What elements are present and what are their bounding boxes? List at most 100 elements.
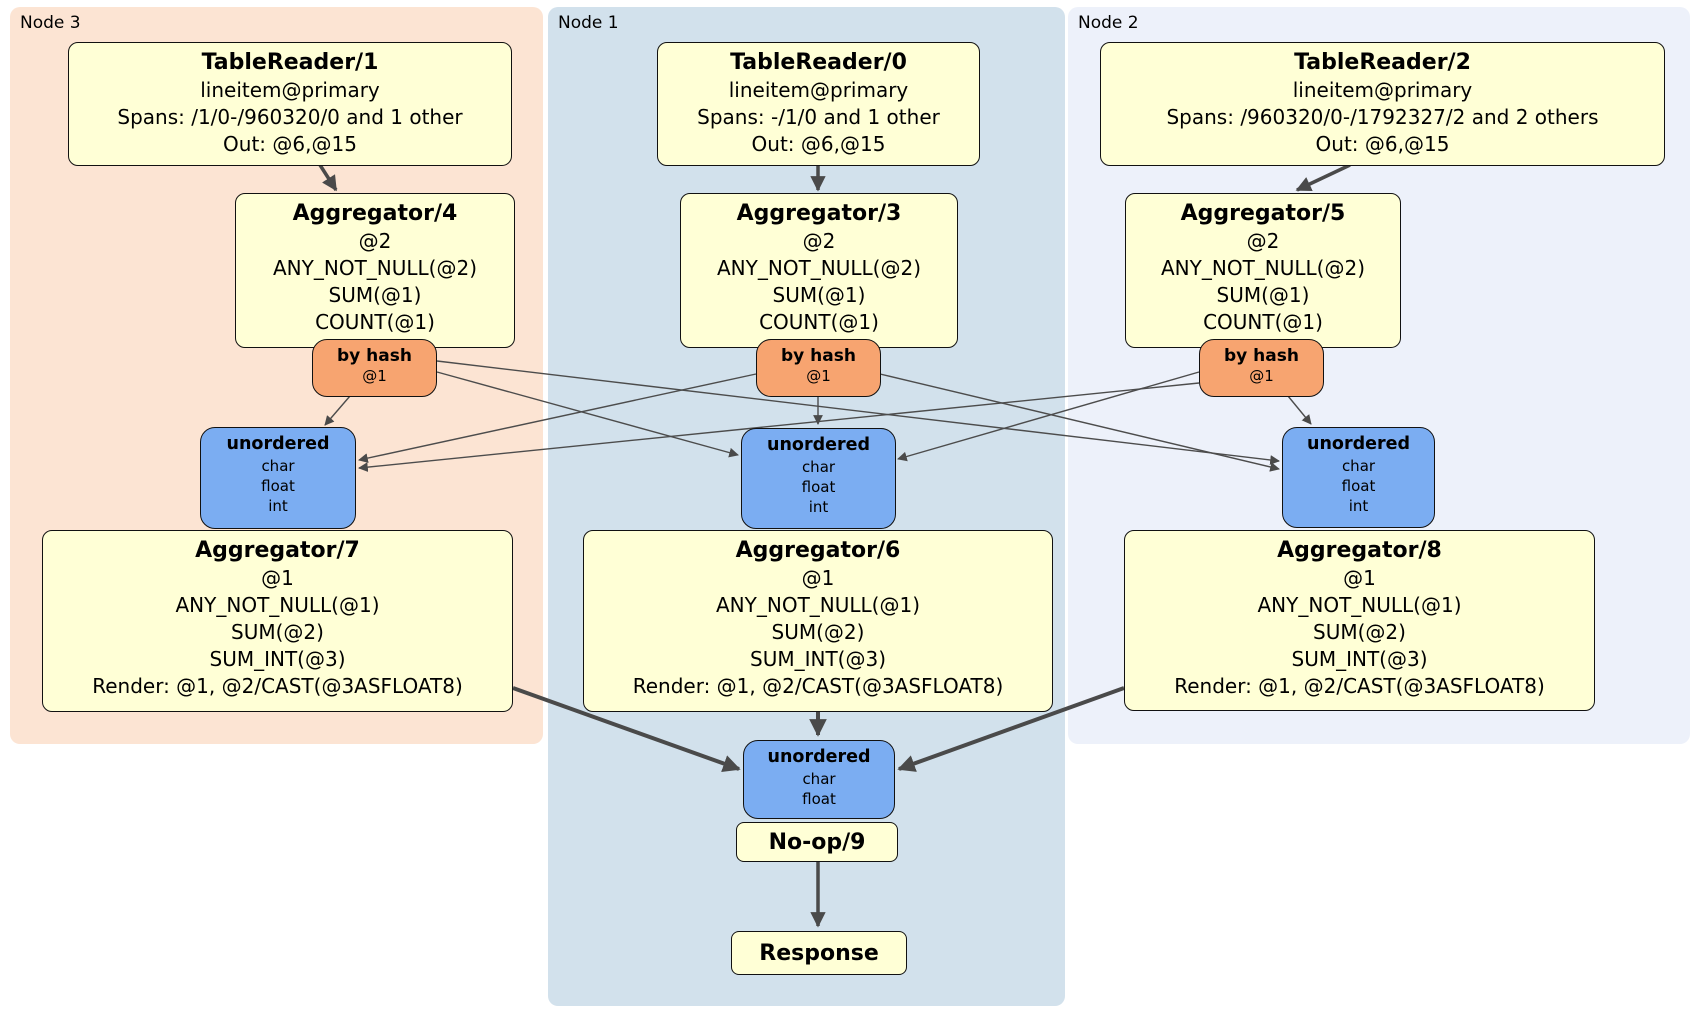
processor-detail-line: SUM(@2) (1313, 620, 1406, 644)
processor-detail-line: Out: @6,@15 (751, 132, 886, 156)
processor-detail-line: ANY_NOT_NULL(@2) (1161, 256, 1365, 280)
processor-detail-line: SUM(@2) (771, 620, 865, 644)
processor-aggregator-7: Aggregator/7 @1 ANY_NOT_NULL(@1) SUM(@2)… (42, 530, 513, 712)
edge-hash-node3-to-sync-node2 (436, 360, 1280, 465)
sync-type-line: float (802, 790, 836, 808)
region-node3-label: Node 3 (20, 13, 81, 33)
processor-detail-line: @1 (261, 566, 294, 590)
edge-tablereader1-to-aggregator4 (318, 164, 338, 192)
sync-type-line: char (801, 458, 836, 476)
processor-detail-line: @2 (358, 229, 392, 253)
sync-title: unordered (767, 747, 871, 767)
processor-detail-line: SUM(@1) (328, 283, 422, 307)
edge-hash-node1-to-sync-node2 (879, 373, 1280, 472)
edge-hash-node2-to-sync-node1 (897, 371, 1200, 462)
sync-type-line: float (1341, 477, 1376, 495)
processor-detail-line: ANY_NOT_NULL(@1) (1257, 593, 1462, 617)
processor-title: Aggregator/8 (1277, 538, 1442, 563)
processor-title: Aggregator/6 (735, 538, 901, 563)
region-node1-label: Node 1 (558, 13, 619, 33)
processor-detail-line: @2 (1246, 229, 1280, 253)
sync-type-line: char (1341, 457, 1376, 475)
edge-tablereader2-to-aggregator5 (1295, 163, 1351, 192)
processor-tablereader-2: TableReader/2 lineitem@primary Spans: /9… (1100, 42, 1665, 166)
sync-type-line: char (261, 457, 295, 475)
processor-detail-line: SUM_INT(@3) (750, 647, 886, 671)
processor-noop-9: No-op/9 (736, 822, 898, 862)
sync-type-line: int (1348, 497, 1369, 515)
sync-type-line: float (801, 478, 836, 496)
processor-title: TableReader/1 (201, 50, 379, 75)
router-detail: @1 (362, 367, 387, 385)
router-by-hash-node2: by hash @1 (1199, 339, 1324, 397)
processor-tablereader-0: TableReader/0 lineitem@primary Spans: -/… (657, 42, 980, 166)
processor-title: Aggregator/4 (292, 201, 458, 226)
processor-detail-line: ANY_NOT_NULL(@2) (717, 256, 921, 280)
processor-detail-line: ANY_NOT_NULL(@1) (716, 593, 920, 617)
router-by-hash-node1: by hash @1 (756, 339, 881, 397)
processor-detail-line: Render: @1, @2/CAST(@3ASFLOAT8) (92, 674, 463, 698)
router-detail: @1 (1249, 367, 1274, 385)
processor-tablereader-1: TableReader/1 lineitem@primary Spans: /1… (68, 42, 512, 166)
processor-detail-line: SUM(@1) (772, 283, 866, 307)
sync-type-line: int (268, 497, 288, 515)
region-node2-label: Node 2 (1078, 13, 1139, 33)
sync-unordered-final: unordered char float (743, 740, 895, 819)
processor-aggregator-5: Aggregator/5 @2 ANY_NOT_NULL(@2) SUM(@1)… (1125, 193, 1401, 348)
processor-detail-line: Out: @6,@15 (223, 132, 357, 156)
processor-detail-line: SUM_INT(@3) (1291, 647, 1428, 671)
processor-aggregator-6: Aggregator/6 @1 ANY_NOT_NULL(@1) SUM(@2)… (583, 530, 1053, 712)
sync-title: unordered (226, 434, 330, 454)
processor-title: TableReader/2 (1294, 50, 1471, 75)
processor-title: Response (759, 940, 879, 966)
sync-unordered-node1: unordered char float int (741, 428, 896, 529)
router-by-hash-node3: by hash @1 (312, 339, 437, 397)
edge-hash-node3-to-sync-node3 (324, 395, 351, 426)
processor-detail-line: COUNT(@1) (759, 310, 879, 334)
processor-detail-line: Spans: /1/0-/960320/0 and 1 other (117, 105, 463, 129)
processor-aggregator-3: Aggregator/3 @2 ANY_NOT_NULL(@2) SUM(@1)… (680, 193, 958, 348)
processor-detail-line: ANY_NOT_NULL(@2) (273, 256, 477, 280)
sync-unordered-node3: unordered char float int (200, 427, 356, 529)
processor-title: Aggregator/3 (736, 201, 902, 226)
processor-detail-line: Render: @1, @2/CAST(@3ASFLOAT8) (1174, 674, 1545, 698)
router-title: by hash (781, 346, 856, 366)
edge-hash-node2-to-sync-node3 (358, 382, 1200, 472)
processor-detail-line: Out: @6,@15 (1315, 132, 1450, 156)
processor-title: No-op/9 (768, 829, 866, 855)
sync-title: unordered (1307, 434, 1410, 454)
router-title: by hash (1224, 346, 1299, 366)
processor-detail-line: @2 (802, 229, 836, 253)
sync-unordered-node2: unordered char float int (1282, 427, 1435, 528)
processor-detail-line: SUM(@2) (231, 620, 324, 644)
processor-detail-line: @1 (801, 566, 835, 590)
processor-detail-line: COUNT(@1) (315, 310, 435, 334)
edge-hash-node2-to-sync-node2 (1287, 395, 1312, 425)
router-detail: @1 (806, 367, 831, 385)
processor-aggregator-4: Aggregator/4 @2 ANY_NOT_NULL(@2) SUM(@1)… (235, 193, 515, 348)
processor-detail-line: lineitem@primary (1292, 78, 1473, 102)
response-node: Response (731, 931, 907, 975)
processor-detail-line: Render: @1, @2/CAST(@3ASFLOAT8) (632, 674, 1004, 698)
processor-detail-line: lineitem@primary (200, 78, 380, 102)
processor-title: Aggregator/7 (195, 538, 360, 563)
sync-title: unordered (767, 435, 870, 455)
processor-aggregator-8: Aggregator/8 @1 ANY_NOT_NULL(@1) SUM(@2)… (1124, 530, 1595, 711)
processor-detail-line: Spans: /960320/0-/1792327/2 and 2 others (1166, 105, 1599, 129)
processor-detail-line: Spans: -/1/0 and 1 other (697, 105, 940, 129)
processor-detail-line: @1 (1343, 566, 1376, 590)
edge-hash-node3-to-sync-node1 (436, 371, 739, 458)
edge-aggregator7-to-final-sync (512, 686, 741, 772)
processor-detail-line: SUM(@1) (1216, 283, 1310, 307)
processor-detail-line: SUM_INT(@3) (209, 647, 346, 671)
router-title: by hash (337, 346, 412, 366)
processor-title: TableReader/0 (730, 50, 907, 75)
processor-detail-line: ANY_NOT_NULL(@1) (175, 593, 380, 617)
edge-hash-node1-to-sync-node3 (358, 373, 757, 463)
sync-type-line: char (802, 770, 836, 788)
processor-detail-line: lineitem@primary (728, 78, 909, 102)
sync-type-line: int (808, 498, 829, 516)
edge-aggregator8-to-final-sync (897, 686, 1125, 772)
